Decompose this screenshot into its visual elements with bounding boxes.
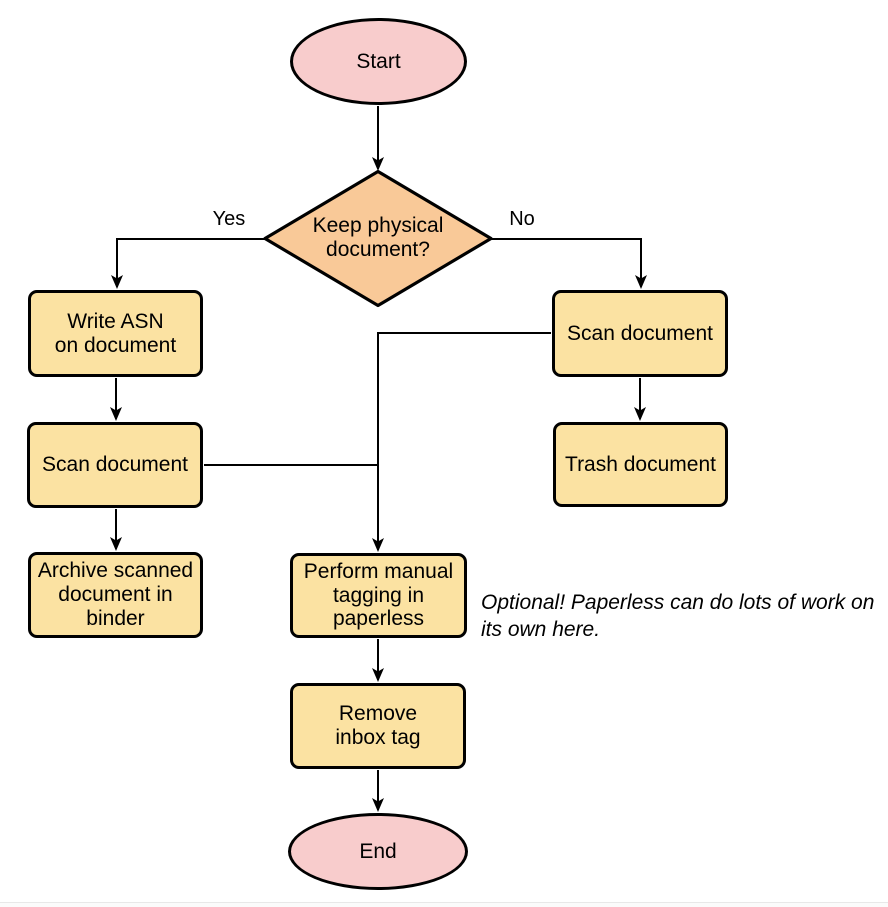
- edge-decision-yes-to-write-asn: [111, 238, 266, 289]
- edge-scan-right-to-tagging: [372, 332, 551, 552]
- node-remove-inbox-tag: Remove inbox tag: [290, 683, 466, 769]
- node-scan-document-right: Scan document: [552, 290, 728, 377]
- bottom-strip: [0, 903, 888, 907]
- node-trash-document: Trash document: [553, 422, 728, 507]
- edge-decision-no-to-scan-right: [490, 238, 647, 289]
- node-end: End: [288, 813, 468, 890]
- edge-label-yes: Yes: [212, 208, 246, 230]
- bottom-divider: [0, 902, 888, 903]
- node-manual-tagging: Perform manual tagging in paperless: [290, 553, 467, 638]
- optional-note: Optional! Paperless can do lots of work …: [481, 591, 875, 642]
- node-start: Start: [290, 18, 467, 105]
- node-decision-label: Keep physical document?: [312, 214, 444, 261]
- edge-label-no: No: [509, 208, 535, 230]
- node-archive-scanned: Archive scanned document in binder: [28, 552, 203, 638]
- node-write-asn: Write ASN on document: [28, 290, 203, 377]
- node-scan-document-left: Scan document: [27, 422, 203, 508]
